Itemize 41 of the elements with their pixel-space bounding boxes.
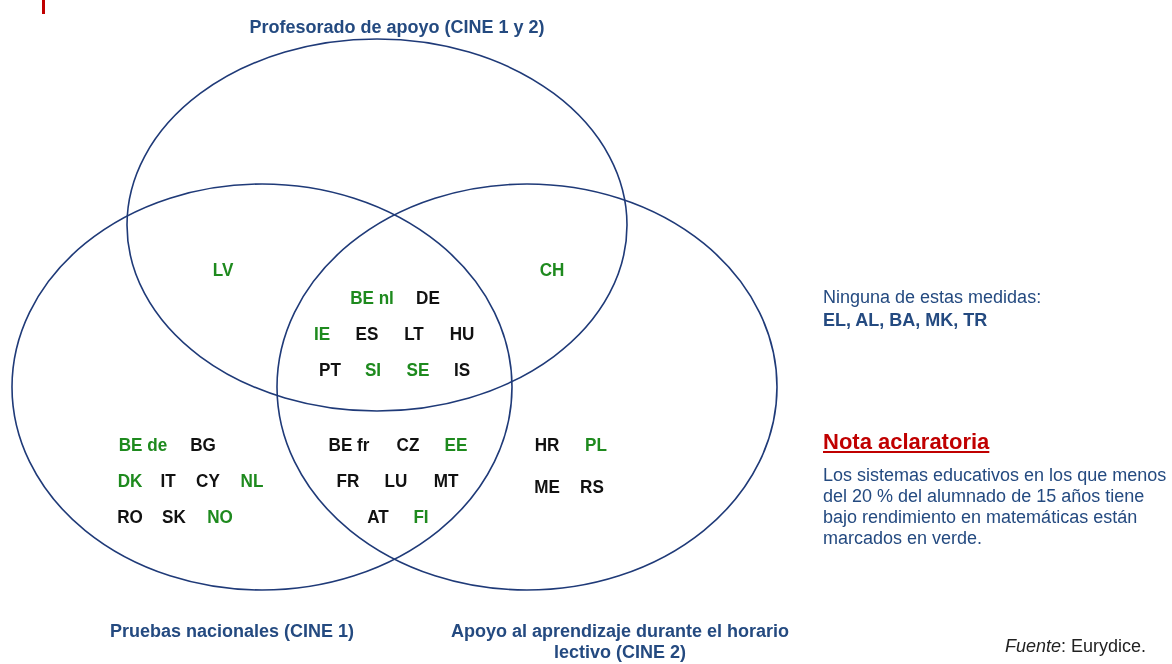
country-code: DE bbox=[416, 287, 440, 309]
country-code: SK bbox=[162, 506, 186, 528]
country-code: BE de bbox=[118, 434, 168, 456]
country-code: FR bbox=[336, 470, 360, 492]
country-code: NL bbox=[240, 470, 264, 492]
country-code: LT bbox=[404, 323, 424, 345]
country-code: BG bbox=[190, 434, 216, 456]
country-code: PL bbox=[585, 434, 607, 456]
note-text: Ninguna de estas medidas: bbox=[823, 287, 1042, 308]
country-code: AT bbox=[367, 506, 389, 528]
country-code-list: EL, AL, BA, MK, TR bbox=[823, 310, 988, 331]
country-code: IT bbox=[160, 470, 176, 492]
country-code: BE fr bbox=[328, 434, 370, 456]
country-code: NO bbox=[207, 506, 233, 528]
set-heading: Profesorado de apoyo (CINE 1 y 2) bbox=[248, 17, 546, 38]
country-code: MT bbox=[433, 470, 459, 492]
country-code: EE bbox=[444, 434, 468, 456]
country-code: CH bbox=[539, 259, 565, 281]
country-code: SI bbox=[364, 359, 382, 381]
country-code: SE bbox=[406, 359, 430, 381]
country-code: DK bbox=[117, 470, 143, 492]
country-code: LV bbox=[212, 259, 234, 281]
country-code: RO bbox=[117, 506, 143, 528]
country-code: ES bbox=[355, 323, 379, 345]
note-heading: Nota aclaratoria bbox=[823, 429, 990, 455]
set-heading: Pruebas nacionales (CINE 1) bbox=[108, 621, 356, 642]
country-code: IS bbox=[453, 359, 471, 381]
country-code: IE bbox=[313, 323, 331, 345]
set-heading: Apoyo al aprendizaje durante el horario lectivo (CINE 2) bbox=[449, 621, 791, 663]
country-code: CY bbox=[196, 470, 220, 492]
country-code: ME bbox=[534, 476, 560, 498]
country-code: FI bbox=[413, 506, 429, 528]
country-code: BE nl bbox=[350, 287, 394, 309]
country-code: HR bbox=[534, 434, 560, 456]
country-code: CZ bbox=[396, 434, 420, 456]
source-note: Fuente: Eurydice. bbox=[1005, 636, 1147, 657]
country-code: RS bbox=[580, 476, 604, 498]
country-code: HU bbox=[449, 323, 475, 345]
country-code: LU bbox=[384, 470, 408, 492]
note-text: Los sistemas educativos en los que menos del 20 % del alumnado de 15 años tiene bajo rendimiento en matemáticas están marcados en verde. bbox=[823, 465, 1168, 549]
country-code: PT bbox=[319, 359, 341, 381]
